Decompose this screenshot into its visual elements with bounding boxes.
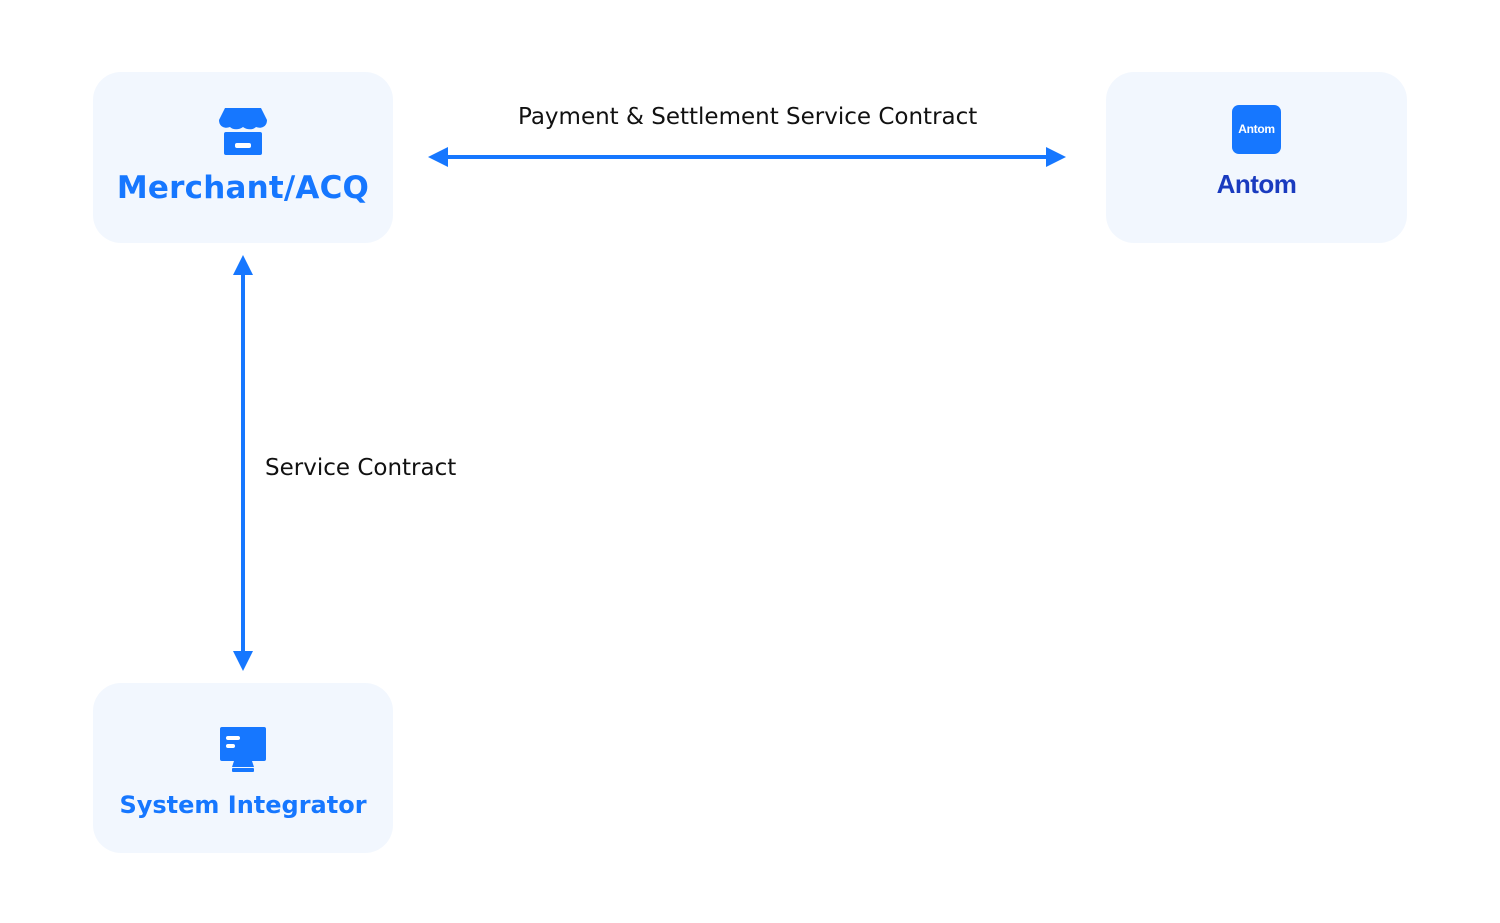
system-integrator-node: System Integrator: [93, 683, 393, 853]
system-integrator-label: System Integrator: [119, 791, 367, 819]
antom-logo-icon: Antom: [1232, 105, 1281, 154]
merchant-label: Merchant/ACQ: [116, 170, 370, 206]
payment-contract-label: Payment & Settlement Service Contract: [518, 104, 978, 130]
antom-logo-icon-text: Antom: [1238, 122, 1275, 136]
service-contract-label: Service Contract: [265, 455, 457, 481]
merchant-node: Merchant/ACQ: [93, 72, 393, 243]
store-icon: [219, 108, 267, 155]
monitor-icon: [220, 727, 266, 772]
antom-wordmark: Antom: [1216, 169, 1297, 199]
antom-node: Antom Antom: [1106, 72, 1407, 243]
